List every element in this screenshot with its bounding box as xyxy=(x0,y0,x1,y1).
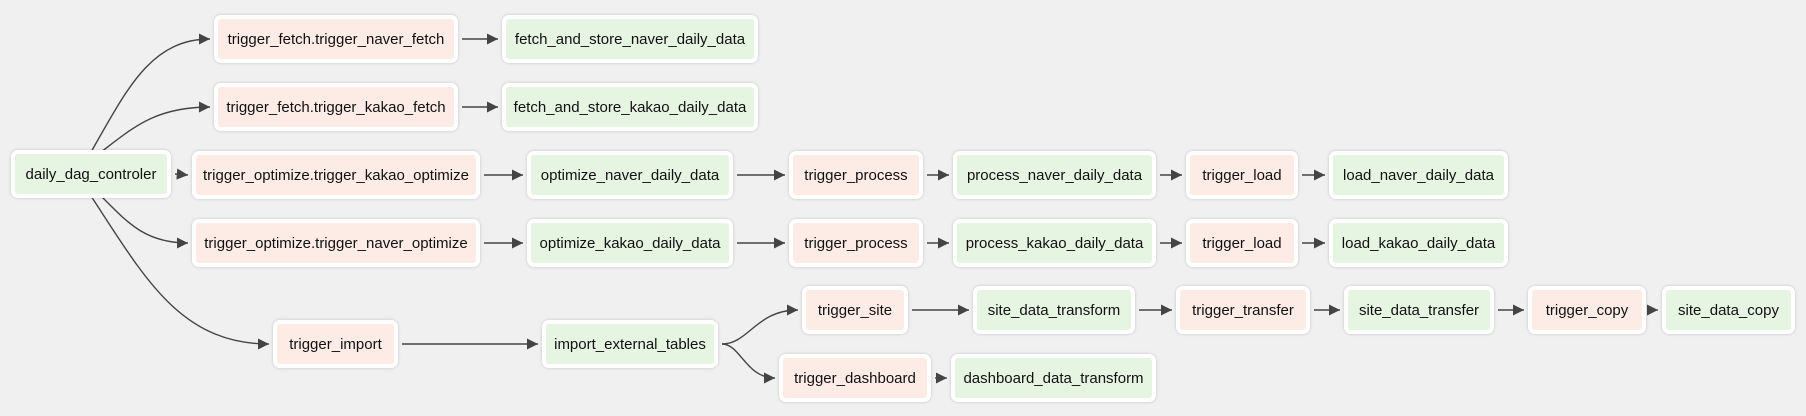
edge-import_external_tables-to-trigger_site xyxy=(721,304,799,345)
node-trigger-transfer[interactable]: trigger_transfer xyxy=(1176,286,1310,334)
edge-daily_dag_controler-to-trigger_kakao_optimize xyxy=(174,168,189,180)
edge-daily_dag_controler-to-trigger_naver_fetch xyxy=(90,33,211,153)
node-trigger-kakao-fetch[interactable]: trigger_fetch.trigger_kakao_fetch xyxy=(214,83,458,131)
node-dashboard-data-transform[interactable]: dashboard_data_transform xyxy=(951,354,1156,402)
node-load-naver-daily-data[interactable]: load_naver_daily_data xyxy=(1329,151,1508,199)
node-trigger-dashboard[interactable]: trigger_dashboard xyxy=(779,354,931,402)
node-trigger-process-naver[interactable]: trigger_process xyxy=(789,151,923,199)
node-trigger-naver-optimize[interactable]: trigger_optimize.trigger_naver_optimize xyxy=(192,219,480,267)
node-import-external-tables[interactable]: import_external_tables xyxy=(542,320,718,368)
node-site-data-transfer[interactable]: site_data_transfer xyxy=(1344,286,1494,334)
node-optimize-naver-daily-data[interactable]: optimize_naver_daily_data xyxy=(527,151,733,199)
edge-daily_dag_controler-to-trigger_kakao_fetch xyxy=(100,101,211,153)
edge-daily_dag_controler-to-trigger_naver_optimize xyxy=(100,195,189,249)
node-process-kakao-daily-data[interactable]: process_kakao_daily_data xyxy=(953,219,1156,267)
node-process-naver-daily-data[interactable]: process_naver_daily_data xyxy=(953,151,1156,199)
node-fetch-and-store-kakao-daily-data[interactable]: fetch_and_store_kakao_daily_data xyxy=(502,83,758,131)
node-site-data-transform[interactable]: site_data_transform xyxy=(973,286,1135,334)
node-load-kakao-daily-data[interactable]: load_kakao_daily_data xyxy=(1329,219,1508,267)
node-trigger-load-kakao[interactable]: trigger_load xyxy=(1186,219,1298,267)
node-trigger-kakao-optimize[interactable]: trigger_optimize.trigger_kakao_optimize xyxy=(192,151,480,199)
node-optimize-kakao-daily-data[interactable]: optimize_kakao_daily_data xyxy=(527,219,733,267)
node-site-data-copy[interactable]: site_data_copy xyxy=(1662,286,1795,334)
node-fetch-and-store-naver-daily-data[interactable]: fetch_and_store_naver_daily_data xyxy=(502,15,758,63)
node-trigger-process-kakao[interactable]: trigger_process xyxy=(789,219,923,267)
node-daily-dag-controler[interactable]: daily_dag_controler xyxy=(11,150,171,198)
edge-import_external_tables-to-trigger_dashboard xyxy=(721,343,776,384)
node-trigger-site[interactable]: trigger_site xyxy=(802,286,908,334)
node-trigger-naver-fetch[interactable]: trigger_fetch.trigger_naver_fetch xyxy=(214,15,458,63)
node-trigger-import[interactable]: trigger_import xyxy=(273,320,398,368)
edge-daily_dag_controler-to-trigger_import xyxy=(90,195,270,350)
node-trigger-load-naver[interactable]: trigger_load xyxy=(1186,151,1298,199)
node-trigger-copy[interactable]: trigger_copy xyxy=(1528,286,1646,334)
